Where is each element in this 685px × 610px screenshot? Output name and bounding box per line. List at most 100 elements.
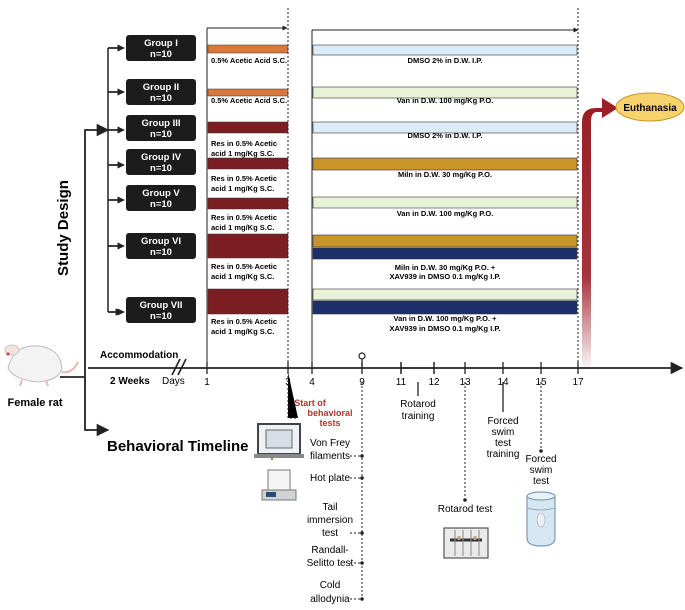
treatment-label: Van in D.W. 100 mg/Kg P.O. (397, 96, 494, 105)
group-box (126, 185, 196, 211)
treatment-bar (312, 234, 578, 248)
induction-label: acid 1 mg/Kg S.C. (211, 272, 274, 281)
induction-bar (207, 197, 289, 210)
day-label: 17 (572, 377, 584, 388)
day-ticks: 1349111213141517 (204, 362, 584, 388)
treatment-bar (312, 44, 578, 56)
euthanasia-label: Euthanasia (623, 103, 677, 114)
forced-swim-training-line: swim (492, 427, 515, 438)
group-box (126, 297, 196, 323)
forced-swim-training-line: test (495, 438, 511, 449)
von-frey-apparatus-icon (254, 423, 304, 460)
test-item: Randall-Selitto test (307, 545, 364, 569)
two-weeks-label: 2 Weeks (110, 376, 150, 387)
euthanasia-arrow (582, 98, 618, 372)
induction-bar (207, 44, 289, 54)
induction-label: acid 1 mg/Kg S.C. (211, 184, 274, 193)
forced-swim-training-line: training (487, 449, 520, 460)
group-box (126, 79, 196, 105)
treatment-bar (312, 157, 578, 171)
rotarod-test-label: Rotarod test (438, 498, 492, 515)
group-n: n=10 (150, 163, 172, 174)
female-rat-label: Female rat (7, 397, 62, 409)
test-item: Hot plate (310, 473, 364, 484)
group-name: Group II (143, 82, 179, 93)
induction-bar (207, 88, 289, 97)
treatment-bar (312, 121, 578, 134)
start-connector (287, 372, 298, 419)
group-n: n=10 (150, 199, 172, 210)
treatment-label: Miln in D.W. 30 mg/Kg P.O. (398, 170, 492, 179)
induction-bar (207, 121, 289, 134)
group-2: Group IIn=10 0.5% Acetic Acid S.C. Van in … (126, 79, 578, 105)
euthanasia-badge (615, 92, 685, 122)
rotarod-training-bracket (400, 362, 435, 396)
group-1: Group In=100.5% Acetic Acid S.C.DMSO 2% … (126, 35, 578, 65)
induction-label: Res in 0.5% Acetic (211, 262, 277, 271)
induction-bar (207, 157, 289, 170)
group-n: n=10 (150, 311, 172, 322)
treatment-bar (312, 300, 578, 315)
group-box (126, 35, 196, 61)
svg-text:behavioral: behavioral (307, 408, 352, 418)
study-design-label: Study Design (55, 180, 72, 276)
treatment-label: XAV939 in DMSO 0.1 mg/Kg I.P. (389, 324, 500, 333)
test-label: Randall- (311, 545, 348, 556)
induction-bar (207, 288, 289, 315)
svg-text:Start of: Start of (294, 398, 327, 408)
treatment-label: Miln in D.W. 30 mg/Kg P.O. + (395, 263, 496, 272)
induction-label: acid 1 mg/Kg S.C. (211, 327, 274, 336)
rat-illustration (4, 344, 79, 387)
start-behavioral-tests-label: Start of behavioral tests (294, 398, 352, 428)
induction-label: 0.5% Acetic Acid S.C. (211, 96, 287, 105)
test-label: test (322, 528, 338, 539)
induction-label: Res in 0.5% Acetic (211, 213, 277, 222)
test-label: Hot plate (310, 473, 350, 484)
test-item: Tail immersion test (307, 502, 364, 539)
study-design-arrow (84, 123, 110, 377)
treatment-label: Van in D.W. 100 mg/Kg P.O. + (393, 314, 497, 323)
day9-marker (358, 352, 366, 360)
day-label: 4 (309, 377, 315, 388)
swim-tank-icon (526, 491, 556, 547)
group-n: n=10 (150, 93, 172, 104)
day-label: 12 (428, 377, 440, 388)
treatment-bar (312, 288, 578, 301)
induction-label: acid 1 mg/Kg S.C. (211, 149, 274, 158)
test-label: immersion (307, 515, 353, 526)
test-item: Cold allodynia (310, 580, 364, 605)
induction-label: Res in 0.5% Acetic (211, 139, 277, 148)
induction-label: Res in 0.5% Acetic (211, 317, 277, 326)
group-box (126, 233, 196, 259)
treatment-label: DMSO 2% in D.W. I.P. (408, 131, 483, 140)
group-n: n=10 (150, 49, 172, 60)
induction-label: acid 1 mg/Kg S.C. (211, 223, 274, 232)
test-label: allodynia (310, 594, 350, 605)
accommodation-label: Accommodation (100, 350, 178, 361)
test-label: Cold (320, 580, 341, 591)
test-label: Tail (322, 502, 337, 513)
group-box (126, 115, 196, 141)
hot-plate-apparatus-icon (261, 469, 297, 501)
induction-label: Res in 0.5% Acetic (211, 174, 277, 183)
group-name: Group VII (140, 300, 183, 311)
forced-swim-test-line: swim (530, 465, 553, 476)
treatment-bar (312, 247, 578, 260)
group-name: Group I (144, 38, 178, 49)
induction-label: 0.5% Acetic Acid S.C. (211, 56, 287, 65)
treatment-bar (312, 86, 578, 99)
forced-swim-training-line: Forced (487, 416, 518, 427)
treatment-bar (312, 196, 578, 209)
day-label: 11 (396, 377, 407, 388)
treatment-label: XAV939 in DMSO 0.1 mg/Kg I.P. (389, 272, 500, 281)
induction-bar (207, 233, 289, 259)
